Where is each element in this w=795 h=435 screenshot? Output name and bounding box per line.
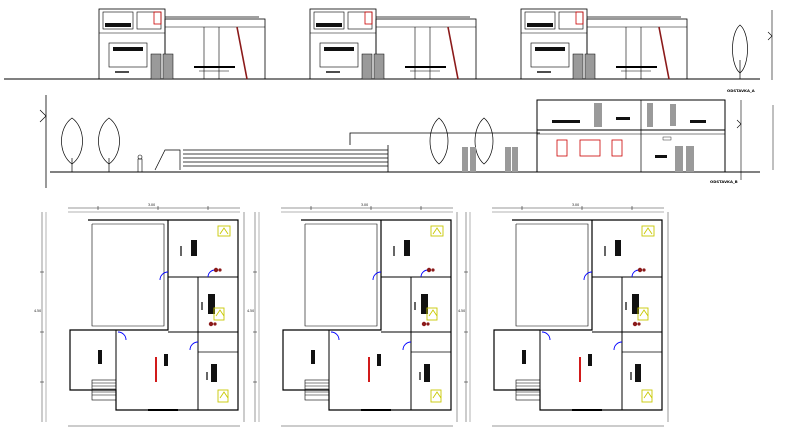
tree-icon	[61, 117, 120, 172]
floor-plan-3	[457, 202, 669, 427]
floor-plan-2	[246, 202, 458, 427]
person-icon	[137, 154, 143, 173]
side-elevation: ODSTAVKA_A ODSTAVKA_B	[39, 88, 774, 188]
tree-icon	[429, 117, 494, 165]
section-label-a: ODSTAVKA_A	[727, 88, 755, 93]
front-elevation	[4, 8, 773, 80]
tree-icon	[732, 24, 748, 79]
floor-plan-1	[33, 202, 245, 427]
section-label-b: ODSTAVKA_B	[710, 179, 738, 184]
